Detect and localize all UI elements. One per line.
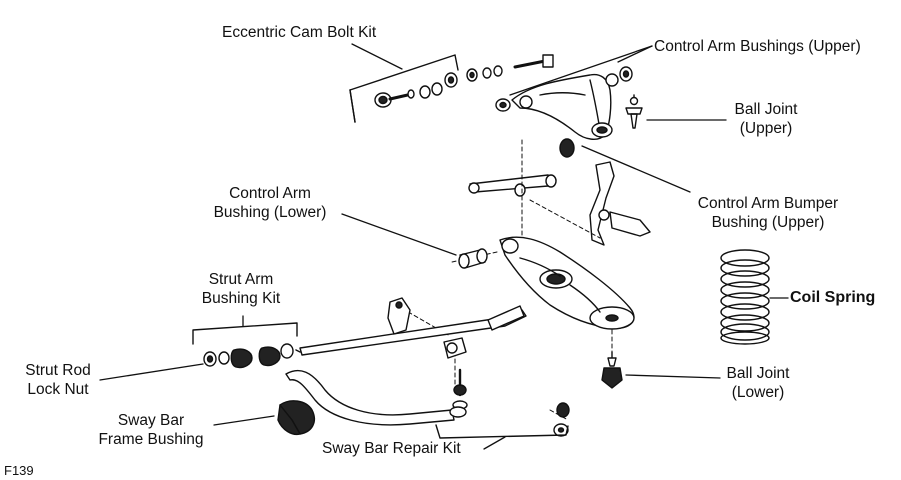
upper-ball-joint (625, 94, 643, 129)
label-strut-kit-line1: Strut Arm (208, 271, 274, 288)
leader-frame-bushing (213, 415, 275, 426)
label-frame-bushing-line1: Sway Bar (117, 412, 185, 429)
eccentric-cam-bolt-kit-parts (349, 54, 554, 123)
strut-arm-bushing-kit-parts (192, 322, 298, 369)
leader-cab-lower (341, 213, 457, 256)
label-frame-bushing-line2: Frame Bushing (98, 431, 204, 448)
sway-bar (285, 369, 455, 426)
sway-bar-link-parts (435, 368, 570, 439)
label-strut-arm-bushing-kit: Strut Arm Bushing Kit (186, 270, 296, 308)
lower-control-arm-bushing (458, 248, 488, 269)
strut-rod (295, 305, 527, 356)
leader-ball-joint-lower (625, 374, 721, 379)
label-cab-lower-line1: Control Arm (229, 185, 311, 202)
label-control-arm-bushing-lower: Control Arm Bushing (Lower) (200, 184, 340, 222)
leader-bumper-bushing (581, 145, 691, 193)
label-ball-joint-upper-line1: Ball Joint (734, 101, 798, 118)
figure-id: F139 (4, 463, 34, 478)
lower-ball-joint (601, 351, 623, 389)
label-eccentric-cam-bolt-kit: Eccentric Cam Bolt Kit (222, 24, 377, 41)
sway-bar-mount-bracket (387, 297, 467, 359)
upper-control-arm (495, 66, 633, 140)
label-control-arm-bushings-upper: Control Arm Bushings (Upper) (654, 38, 861, 55)
leader-cam-bolt (351, 43, 403, 70)
label-ball-joint-lower: Ball Joint (Lower) (718, 364, 798, 402)
leader-lines (99, 43, 789, 450)
label-ball-joint-lower-line2: (Lower) (731, 384, 785, 401)
leader-bushings-upper-a (617, 45, 653, 63)
label-sway-bar-repair-kit: Sway Bar Repair Kit (322, 440, 461, 457)
label-strut-rod-lock-nut: Strut Rod Lock Nut (18, 361, 98, 399)
upper-arm-shaft (468, 174, 557, 197)
leader-bushings-upper-b (509, 45, 653, 96)
upper-bumper-bushing (559, 138, 575, 158)
label-strut-rod-line1: Strut Rod (25, 362, 91, 379)
label-strut-rod-line2: Lock Nut (27, 381, 89, 398)
label-bumper-bushing-line1: Control Arm Bumper (697, 195, 839, 212)
coil-spring (720, 249, 770, 345)
label-sway-bar-frame-bushing: Sway Bar Frame Bushing (86, 411, 216, 449)
label-ball-joint-upper-line2: (Upper) (739, 120, 793, 137)
label-bumper-bushing-line2: Bushing (Upper) (711, 214, 825, 231)
label-ball-joint-upper: Ball Joint (Upper) (726, 100, 806, 138)
label-strut-kit-line2: Bushing Kit (201, 290, 281, 307)
sway-bar-frame-bushing (277, 400, 316, 436)
label-control-arm-bumper-bushing-upper: Control Arm Bumper Bushing (Upper) (688, 194, 848, 232)
lower-control-arm (499, 236, 635, 330)
leader-strut-rod-nut (99, 363, 204, 381)
label-ball-joint-lower-line1: Ball Joint (726, 365, 790, 382)
steering-knuckle (589, 161, 651, 246)
leader-repair-kit (483, 436, 506, 450)
label-coil-spring: Coil Spring (790, 289, 876, 306)
label-cab-lower-line2: Bushing (Lower) (213, 204, 327, 221)
